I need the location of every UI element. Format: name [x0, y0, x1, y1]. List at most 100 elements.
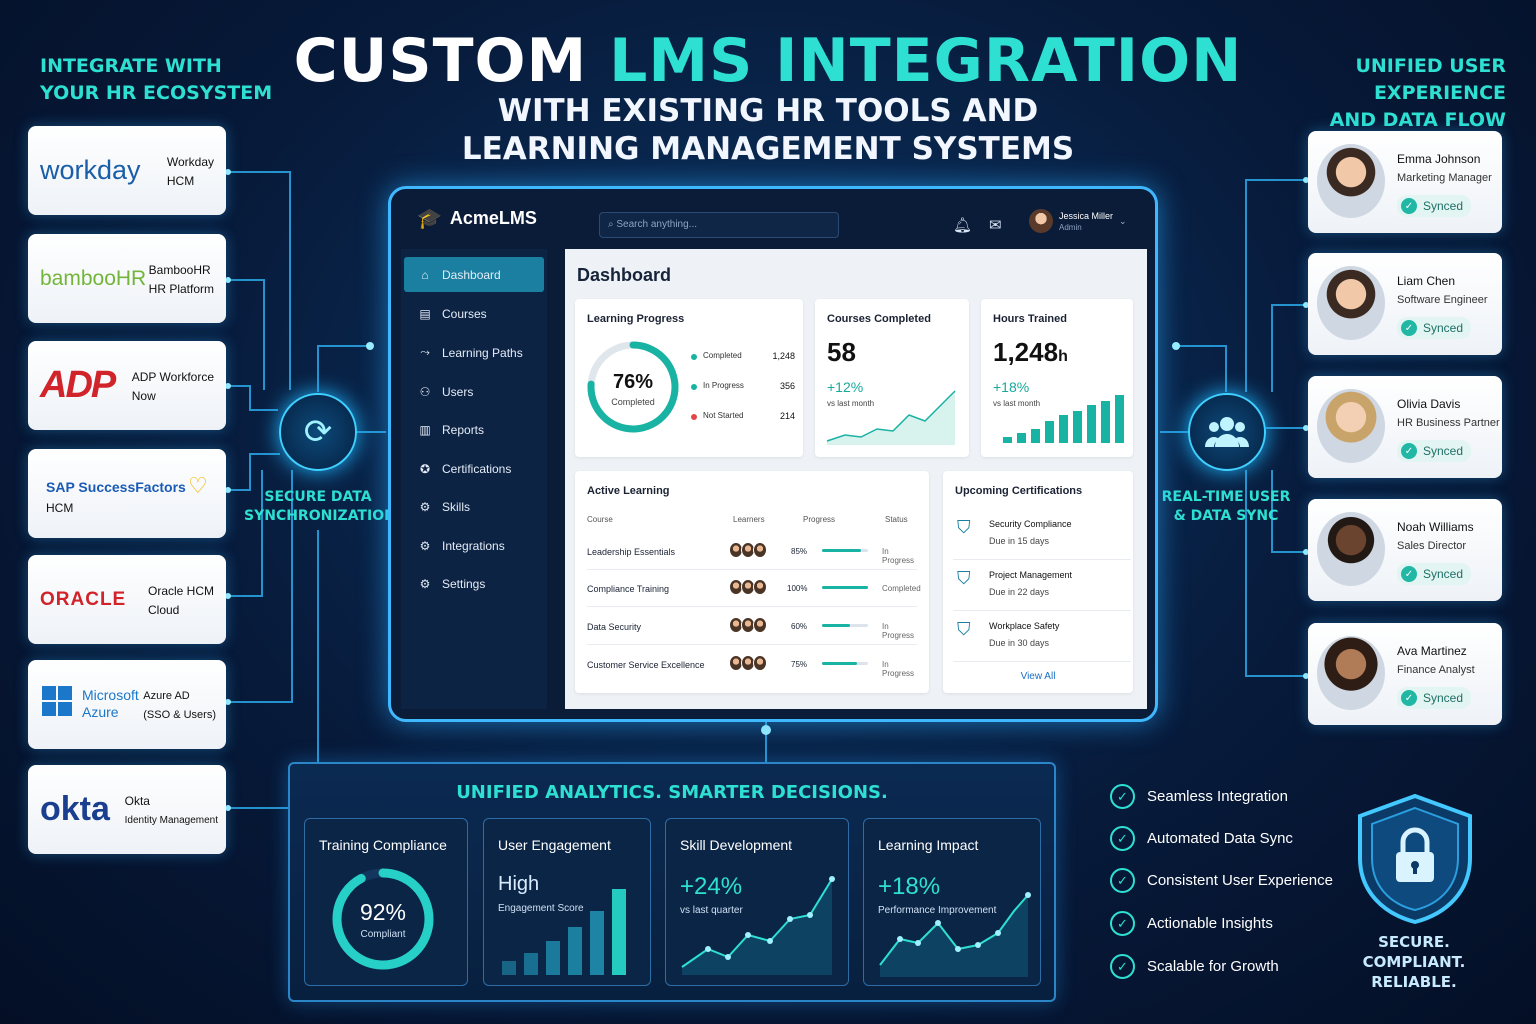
bell-icon[interactable]: 🔔︎: [953, 217, 973, 234]
courses-completed-panel: Courses Completed 58 +12% vs last month: [815, 299, 969, 457]
benefit-item: ✓Scalable for Growth: [1110, 954, 1279, 979]
integration-card-azure[interactable]: Microsoft Azure Azure AD(SSO & Users): [28, 660, 226, 749]
dashboard-content: Dashboard Learning Progress 76% Complete…: [565, 249, 1147, 709]
nav-users[interactable]: ⚇Users: [419, 384, 474, 399]
windows-logo-icon: [42, 686, 72, 716]
user-sync-hub-label: REAL-TIME USER& DATA SYNC: [1161, 489, 1291, 524]
table-row[interactable]: Data Security 60% In Progress: [587, 608, 917, 645]
benefit-item: ✓Consistent User Experience: [1110, 868, 1333, 893]
learning-impact-card: Learning Impact +18% Performance Improve…: [863, 818, 1041, 986]
bamboohr-logo: bambooHR: [40, 266, 147, 290]
integrations-icon: ⚙: [419, 538, 431, 553]
training-compliance-card: Training Compliance 92% Compliant: [304, 818, 468, 986]
table-row[interactable]: Leadership Essentials 85% In Progress: [587, 533, 917, 570]
project-icon: ⛉: [957, 568, 971, 588]
nav-dashboard[interactable]: ⌂Dashboard: [404, 257, 544, 292]
user-card[interactable]: Emma Johnson Marketing Manager ✓Synced: [1308, 131, 1502, 233]
benefit-item: ✓Actionable Insights: [1110, 911, 1273, 936]
learner-avatars: [729, 617, 767, 633]
clipboard-icon: ▤: [419, 306, 431, 321]
user-card[interactable]: Olivia Davis HR Business Partner ✓Synced: [1308, 376, 1502, 478]
user-card[interactable]: Noah Williams Sales Director ✓Synced: [1308, 499, 1502, 601]
user-card[interactable]: Ava Martinez Finance Analyst ✓Synced: [1308, 623, 1502, 725]
integration-card-sap[interactable]: SAP SuccessFactors HCM ♡: [28, 449, 226, 538]
nav-settings[interactable]: ⚙Settings: [419, 576, 486, 591]
view-all-link[interactable]: View All: [1020, 671, 1056, 682]
skills-icon: ⚙: [419, 499, 431, 514]
users-icon: [1205, 417, 1249, 447]
sync-icon: ⟳: [303, 413, 333, 451]
sap-logo: SAP SuccessFactors: [46, 479, 186, 495]
lms-app-window: 🎓AcmeLMS ⌕ Search anything... 🔔︎ ✉ Jessi…: [388, 186, 1158, 722]
engagement-bar-chart: [502, 889, 626, 975]
synced-badge: ✓Synced: [1397, 195, 1472, 217]
adp-logo: ADP: [40, 364, 116, 406]
chevron-down-icon: ⌄: [1119, 215, 1127, 226]
nav-courses[interactable]: ▤Courses: [419, 306, 487, 321]
azure-logo: Microsoft Azure: [82, 687, 139, 720]
status-dot-icon: [691, 354, 697, 360]
progress-bar: [822, 624, 868, 627]
nav-reports[interactable]: ▥Reports: [419, 422, 485, 437]
progress-ring: [587, 341, 679, 433]
check-circle-icon: ✓: [1110, 911, 1135, 936]
check-circle-icon: ✓: [1110, 954, 1135, 979]
table-row[interactable]: Compliance Training 100% Completed: [587, 570, 921, 607]
check-icon: ✓: [1401, 690, 1417, 706]
learner-avatars: [729, 542, 767, 558]
user-sync-hub: [1188, 393, 1266, 471]
learner-avatars: [729, 579, 767, 595]
skill-trend-chart: [681, 876, 835, 975]
app-sidebar: ⌂Dashboard ▤Courses ⤳Learning Paths ⚇Use…: [401, 249, 547, 709]
table-row[interactable]: Customer Service Excellence 75% In Progr…: [587, 646, 917, 683]
nav-skills[interactable]: ⚙Skills: [419, 499, 471, 514]
check-icon: ✓: [1401, 198, 1417, 214]
check-circle-icon: ✓: [1110, 826, 1135, 851]
sync-hub: ⟳: [279, 393, 357, 471]
search-icon: ⌕: [608, 219, 617, 230]
benefit-item: ✓Automated Data Sync: [1110, 826, 1293, 851]
mail-icon[interactable]: ✉: [989, 217, 1002, 234]
app-brand[interactable]: 🎓AcmeLMS: [417, 208, 537, 230]
okta-logo: okta: [40, 790, 110, 828]
compliance-ring: [332, 868, 434, 970]
status-dot-icon: [691, 414, 697, 420]
check-icon: ✓: [1401, 320, 1417, 336]
hours-bar-chart: [1003, 395, 1124, 443]
oracle-logo: ORACLE: [40, 588, 127, 610]
nav-learning-paths[interactable]: ⤳Learning Paths: [404, 335, 544, 370]
avatar: [1317, 266, 1385, 340]
nav-integrations[interactable]: ⚙Integrations: [419, 538, 505, 553]
learner-avatars: [729, 655, 767, 671]
path-icon: ⤳: [420, 345, 430, 359]
nav-certifications[interactable]: ✪Certifications: [419, 461, 512, 476]
heart-icon: ♡: [188, 473, 208, 498]
search-input[interactable]: ⌕ Search anything...: [599, 212, 839, 238]
skill-development-card: Skill Development +24% vs last quarter: [665, 818, 849, 986]
user-card[interactable]: Liam Chen Software Engineer ✓Synced: [1308, 253, 1502, 355]
avatar: [1029, 209, 1053, 233]
check-circle-icon: ✓: [1110, 868, 1135, 893]
synced-badge: ✓Synced: [1397, 317, 1472, 339]
shield-check-icon: ⛉: [957, 517, 971, 537]
benefit-item: ✓Seamless Integration: [1110, 784, 1288, 809]
app-topbar: 🎓AcmeLMS ⌕ Search anything... 🔔︎ ✉ Jessi…: [391, 189, 1155, 249]
progress-bar: [822, 662, 868, 665]
gear-icon: ⚙: [419, 576, 431, 591]
user-engagement-card: User Engagement High Engagement Score: [483, 818, 651, 986]
